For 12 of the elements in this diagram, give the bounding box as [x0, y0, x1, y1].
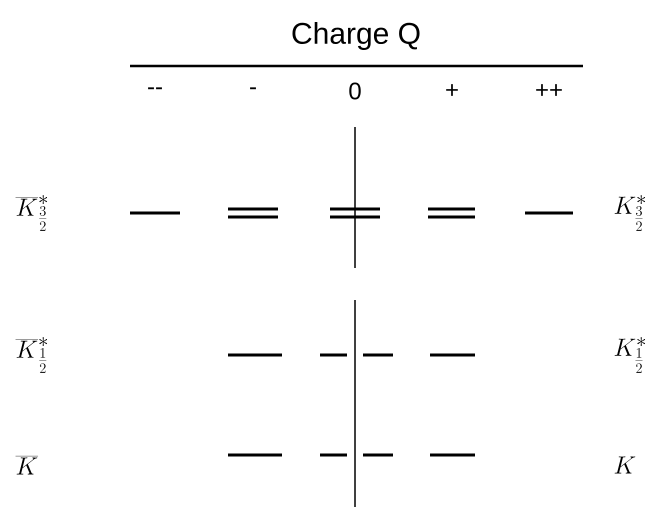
particle-label: $K^{*}_{\frac{1}{2}}$ [614, 337, 646, 373]
particle-label: $K^{*}_{\frac{3}{2}}$ [614, 195, 646, 231]
charge-label: ++ [536, 84, 562, 96]
axis-title: Charge Q [292, 22, 420, 50]
charge-label: - [250, 87, 256, 90]
particle-label: $\overline{K}$ [16, 456, 38, 474]
particle-label: $\overline{K}^{*}_{\frac{3}{2}}$ [16, 195, 48, 231]
charge-label: -- [148, 87, 162, 90]
particle-label: $K$ [614, 456, 636, 474]
particle-label: $\overline{K}^{*}_{\frac{1}{2}}$ [16, 337, 48, 373]
charge-label: 0 [349, 82, 361, 100]
charge-label: + [446, 84, 458, 96]
